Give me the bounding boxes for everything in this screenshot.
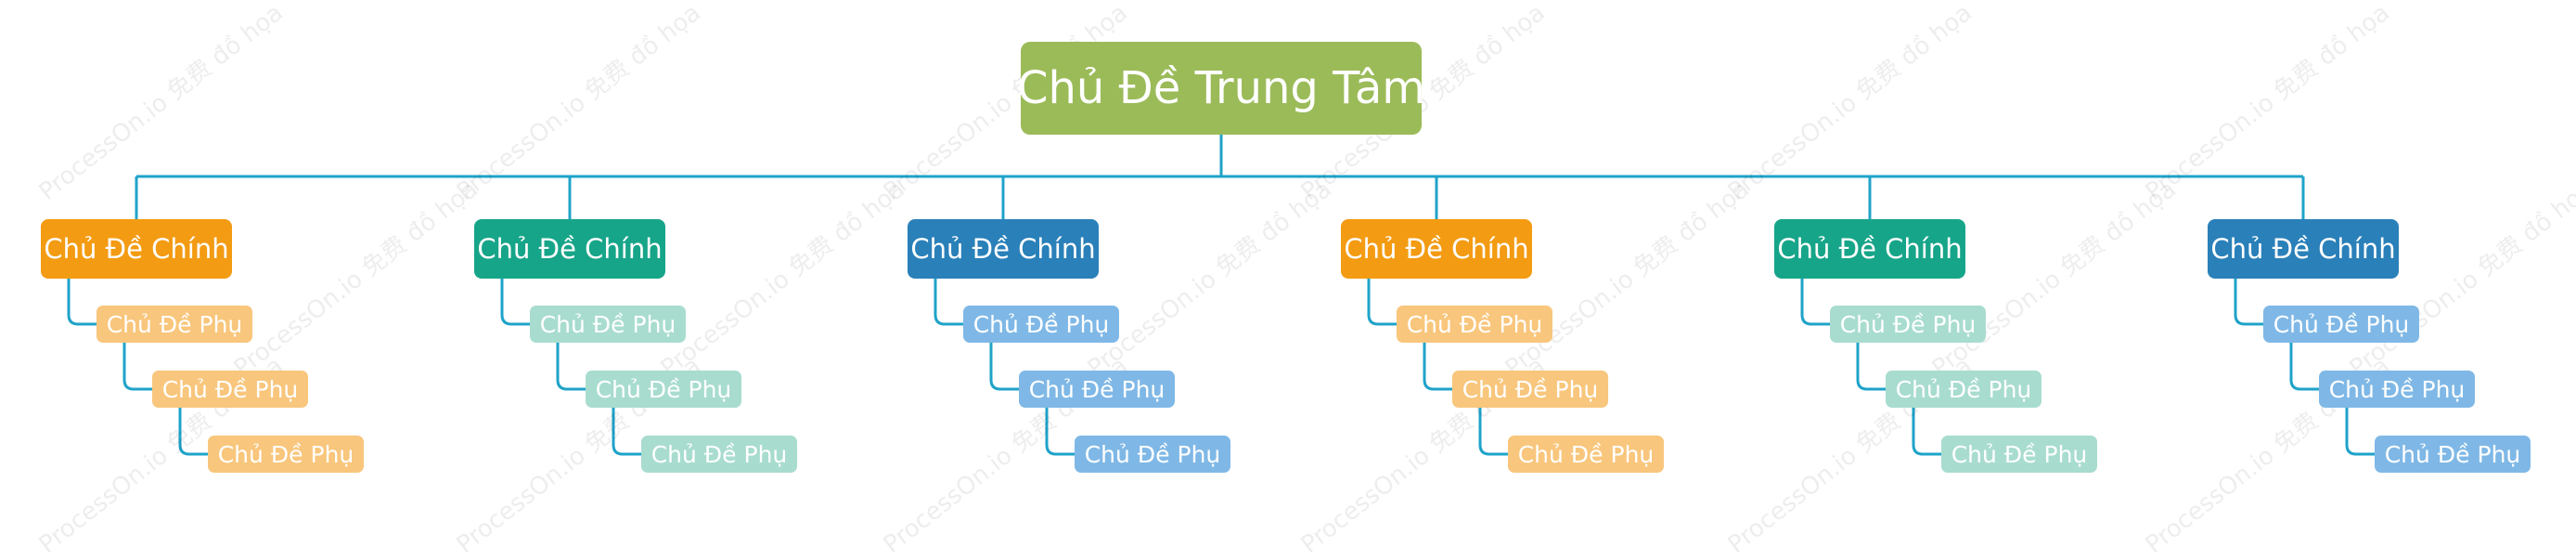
sub-topic-connector <box>122 343 152 391</box>
sub-topic[interactable]: Chủ Đề Phụ <box>1941 436 2097 473</box>
sub-topic-label: Chủ Đề Phụ <box>595 375 732 403</box>
sub-topic[interactable]: Chủ Đề Phụ <box>963 306 1119 343</box>
sub-topic[interactable]: Chủ Đề Phụ <box>1019 371 1175 408</box>
sub-topic-connector <box>500 279 530 326</box>
sub-topic[interactable]: Chủ Đề Phụ <box>2375 436 2531 473</box>
central-topic-label: Chủ Đề Trung Tâm <box>1016 62 1426 114</box>
sub-topic-label: Chủ Đề Phụ <box>1406 310 1543 338</box>
sub-topic[interactable]: Chủ Đề Phụ <box>1397 306 1552 343</box>
sub-topic[interactable]: Chủ Đề Phụ <box>1830 306 1986 343</box>
sub-topic-label: Chủ Đề Phụ <box>161 375 299 403</box>
main-topic-label: Chủ Đề Chính <box>477 233 663 265</box>
sub-topic-label: Chủ Đề Phụ <box>217 440 354 468</box>
sub-topic-label: Chủ Đề Phụ <box>972 310 1110 338</box>
sub-topic-label: Chủ Đề Phụ <box>2328 375 2466 403</box>
sub-topic[interactable]: Chủ Đề Phụ <box>641 436 797 473</box>
main-topic-label: Chủ Đề Chính <box>1344 233 1529 265</box>
main-topic-label: Chủ Đề Chính <box>1777 233 1963 265</box>
sub-topic-connector <box>612 408 641 456</box>
sub-topic[interactable]: Chủ Đề Phụ <box>530 306 686 343</box>
sub-topic-connector <box>178 408 208 456</box>
sub-topic-connector <box>989 343 1019 391</box>
sub-topic-connector <box>1423 343 1452 391</box>
sub-topic-connector <box>1367 279 1397 326</box>
sub-topic-connector <box>2234 279 2263 326</box>
main-topic[interactable]: Chủ Đề Chính <box>1341 219 1532 279</box>
main-topic[interactable]: Chủ Đề Chính <box>41 219 232 279</box>
sub-topic-label: Chủ Đề Phụ <box>539 310 676 338</box>
main-topic[interactable]: Chủ Đề Chính <box>1774 219 1965 279</box>
main-topic-label: Chủ Đề Chính <box>44 233 229 265</box>
sub-topic-label: Chủ Đề Phụ <box>1517 440 1655 468</box>
sub-topic[interactable]: Chủ Đề Phụ <box>2319 371 2475 408</box>
sub-topic-label: Chủ Đề Phụ <box>650 440 788 468</box>
sub-topic-connector <box>934 279 963 326</box>
main-topic[interactable]: Chủ Đề Chính <box>2208 219 2399 279</box>
sub-topic-label: Chủ Đề Phụ <box>1084 440 1221 468</box>
sub-topic-connector <box>2345 408 2375 456</box>
main-topic[interactable]: Chủ Đề Chính <box>908 219 1099 279</box>
sub-topic-connector <box>1856 343 1886 391</box>
sub-topic[interactable]: Chủ Đề Phụ <box>1075 436 1230 473</box>
sub-topic[interactable]: Chủ Đề Phụ <box>586 371 741 408</box>
main-topic[interactable]: Chủ Đề Chính <box>474 219 665 279</box>
sub-topic-label: Chủ Đề Phụ <box>1839 310 1977 338</box>
main-topic-label: Chủ Đề Chính <box>910 233 1096 265</box>
sub-topic-connector <box>556 343 586 391</box>
sub-topic-connector <box>2289 343 2319 391</box>
sub-topic[interactable]: Chủ Đề Phụ <box>97 306 252 343</box>
sub-topic[interactable]: Chủ Đề Phụ <box>152 371 308 408</box>
sub-topic[interactable]: Chủ Đề Phụ <box>1452 371 1608 408</box>
sub-topic-connector <box>1912 408 1941 456</box>
sub-topic[interactable]: Chủ Đề Phụ <box>208 436 364 473</box>
sub-topic-label: Chủ Đề Phụ <box>1028 375 1166 403</box>
sub-topic-connector <box>1800 279 1830 326</box>
sub-topic-label: Chủ Đề Phụ <box>106 310 243 338</box>
sub-topic-label: Chủ Đề Phụ <box>1462 375 1599 403</box>
sub-topic[interactable]: Chủ Đề Phụ <box>2263 306 2419 343</box>
sub-topic[interactable]: Chủ Đề Phụ <box>1886 371 2041 408</box>
sub-topic-connector <box>1045 408 1075 456</box>
sub-topic-connector <box>1478 408 1508 456</box>
connector-lines <box>67 135 2375 456</box>
sub-topic-label: Chủ Đề Phụ <box>2384 440 2521 468</box>
sub-topic-label: Chủ Đề Phụ <box>1895 375 2032 403</box>
central-topic[interactable]: Chủ Đề Trung Tâm <box>1017 42 1425 135</box>
sub-topic-connector <box>67 279 97 326</box>
sub-topic-label: Chủ Đề Phụ <box>2273 310 2410 338</box>
main-topic-label: Chủ Đề Chính <box>2210 233 2396 265</box>
sub-topic[interactable]: Chủ Đề Phụ <box>1508 436 1664 473</box>
sub-topic-label: Chủ Đề Phụ <box>1951 440 2088 468</box>
